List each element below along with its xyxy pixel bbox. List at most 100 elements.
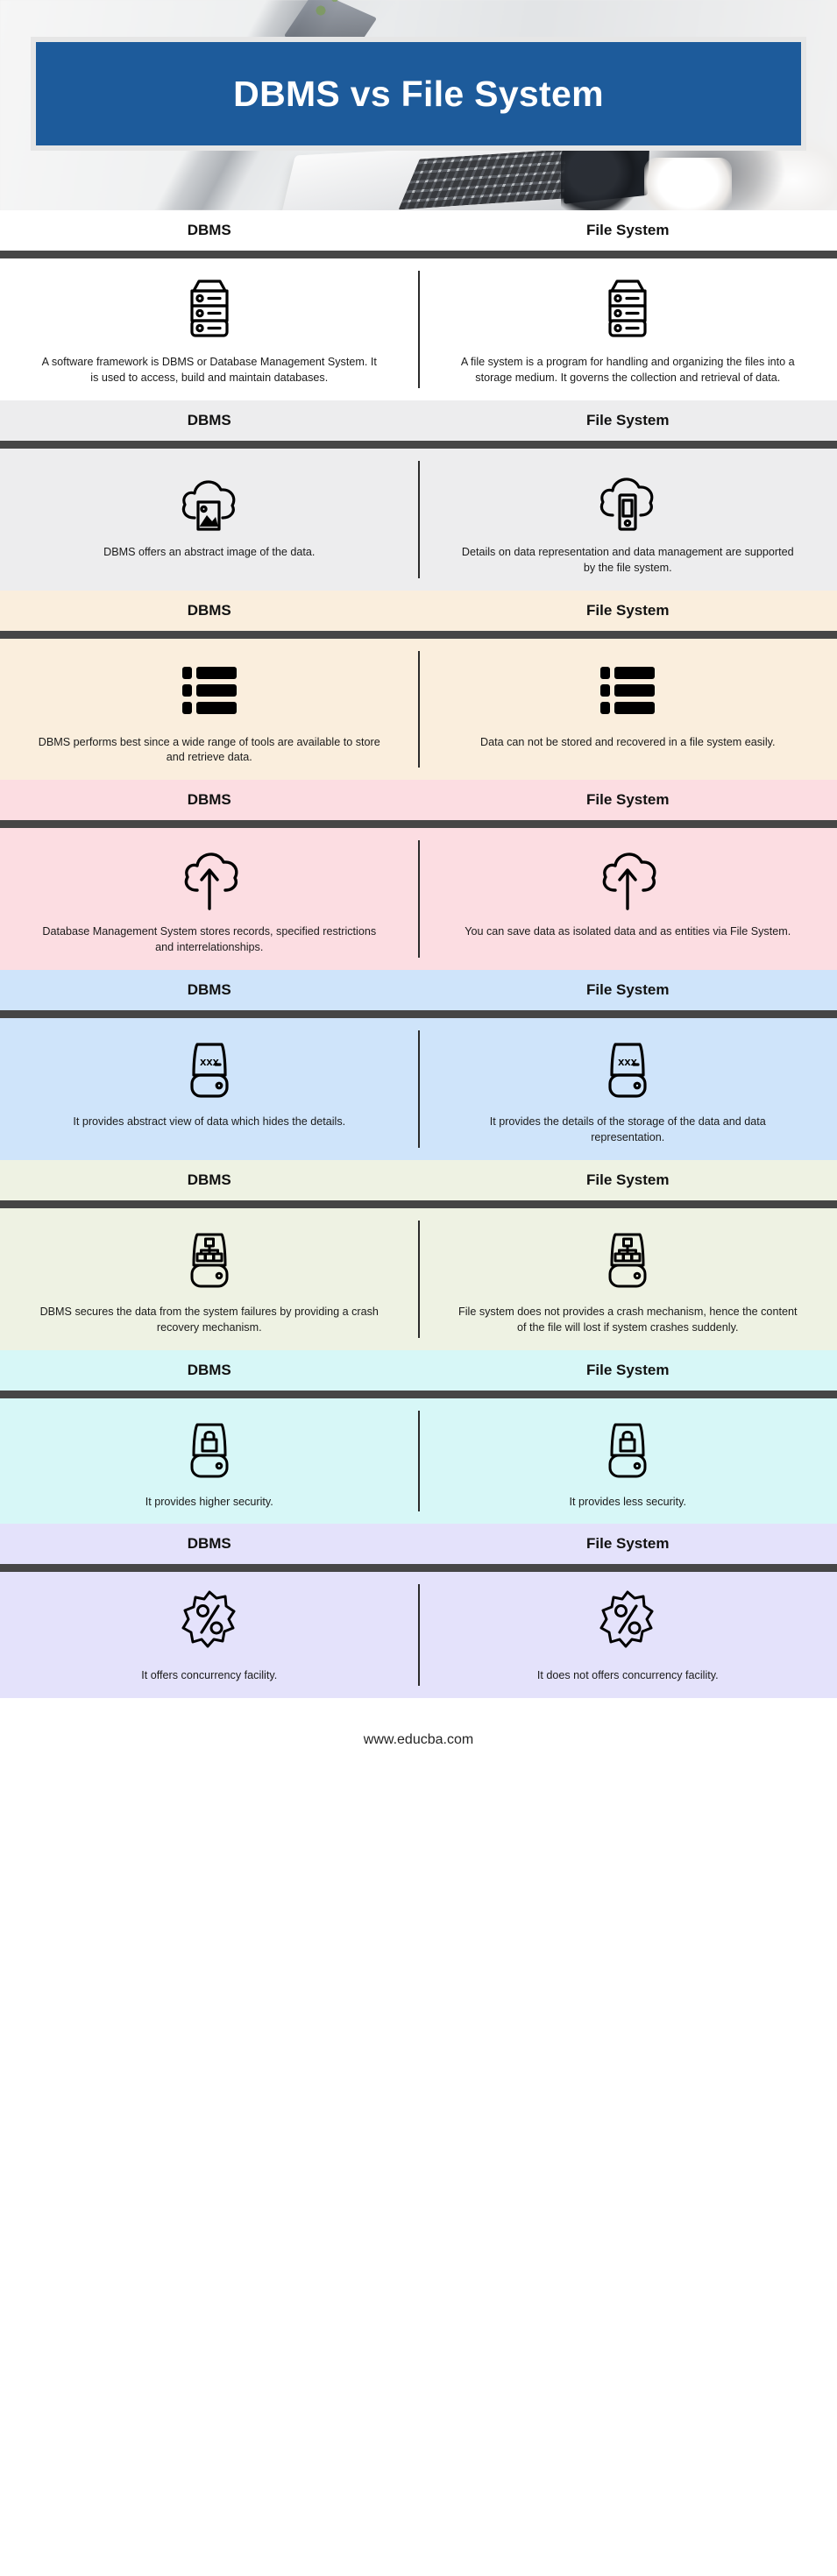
column-label-dbms: DBMS (187, 981, 231, 998)
section-body-row: It offers concurrency facility. It does … (0, 1572, 837, 1698)
file-system-description: A file system is a program for handling … (460, 356, 795, 384)
comparison-section: DBMS File System DBMS secures the data f… (0, 1159, 837, 1350)
cloud-image-icon (175, 463, 244, 538)
dbms-cell: A software framework is DBMS or Database… (0, 258, 419, 400)
svg-text:xxx: xxx (618, 1055, 637, 1068)
section-label-row: DBMS File System (0, 210, 837, 251)
column-label-file-system: File System (586, 601, 670, 619)
file-system-description: It does not offers concurrency facility. (536, 1669, 719, 1682)
section-label-row: DBMS File System (0, 1350, 837, 1391)
server-rack-icon (181, 272, 238, 348)
comparison-section: DBMS File System It provides higher secu… (0, 1349, 837, 1525)
section-label-row: DBMS File System (0, 780, 837, 820)
section-label-row: DBMS File System (0, 591, 837, 631)
column-label-dbms: DBMS (187, 411, 231, 428)
comparison-section: DBMS File System DBMS offers an abstract… (0, 400, 837, 591)
dbms-cell: DBMS offers an abstract image of the dat… (0, 449, 419, 591)
dbms-description: It offers concurrency facility. (141, 1669, 278, 1682)
section-label-row: DBMS File System (0, 970, 837, 1010)
section-divider-bar (0, 820, 837, 829)
file-system-description: You can save data as isolated data and a… (465, 925, 791, 938)
section-divider-bar (0, 1010, 837, 1018)
section-divider-bar (0, 1564, 837, 1573)
title-frame: DBMS vs File System (31, 37, 806, 151)
drive-hierarchy-icon (600, 1222, 655, 1298)
page-title: DBMS vs File System (233, 73, 604, 114)
file-system-cell: Data can not be stored and recovered in … (419, 639, 837, 781)
section-body-row: DBMS secures the data from the system fa… (0, 1208, 837, 1350)
list-blocks-icon (181, 653, 238, 728)
column-label-file-system: File System (586, 1171, 670, 1188)
dbms-description: It provides abstract view of data which … (73, 1115, 346, 1128)
dbms-cell: xxx It provides abstract view of data wh… (0, 1018, 419, 1160)
file-system-cell: xxx It provides the details of the stora… (419, 1018, 837, 1160)
cloud-phone-icon (593, 463, 662, 538)
cloud-upload-icon (177, 842, 242, 917)
section-body-row: DBMS offers an abstract image of the dat… (0, 449, 837, 591)
column-label-file-system: File System (586, 1535, 670, 1553)
comparison-section: DBMS File System Database Management Sys… (0, 780, 837, 970)
section-divider-bar (0, 440, 837, 449)
file-system-cell: You can save data as isolated data and a… (419, 828, 837, 970)
file-system-description: It provides the details of the storage o… (489, 1115, 766, 1143)
section-divider-bar (0, 1200, 837, 1208)
column-label-dbms: DBMS (187, 1535, 231, 1553)
dbms-cell: Database Management System stores record… (0, 828, 419, 970)
column-label-dbms: DBMS (187, 1361, 231, 1378)
footer-url: www.educba.com (363, 1732, 474, 1748)
dbms-cell: It offers concurrency facility. (0, 1572, 419, 1698)
comparison-section: DBMS File System DBMS performs best sinc… (0, 590, 837, 781)
comparison-sections: DBMS File System A software framework is… (0, 210, 837, 1699)
dbms-description: DBMS performs best since a wide range of… (38, 735, 380, 764)
dbms-description: Database Management System stores record… (42, 925, 377, 954)
file-system-cell: File system does not provides a crash me… (419, 1208, 837, 1350)
hero-banner: DBMS vs File System (0, 0, 837, 210)
section-divider-bar (0, 251, 837, 258)
section-divider-bar (0, 630, 837, 639)
dbms-description: A software framework is DBMS or Database… (41, 356, 377, 384)
file-system-cell: A file system is a program for handling … (419, 258, 837, 400)
white-mug-photo (644, 158, 732, 210)
list-blocks-icon (599, 653, 656, 728)
cloud-upload-icon (595, 842, 660, 917)
drive-data-icon: xxx (182, 1032, 237, 1108)
drive-lock-icon (182, 1412, 237, 1488)
section-label-row: DBMS File System (0, 400, 837, 441)
drive-hierarchy-icon (182, 1222, 237, 1298)
drive-lock-icon (600, 1412, 655, 1488)
file-system-description: Data can not be stored and recovered in … (480, 735, 776, 748)
section-label-row: DBMS File System (0, 1524, 837, 1564)
plant-photo (309, 0, 354, 35)
column-label-dbms: DBMS (187, 1171, 231, 1188)
comparison-section: DBMS File System It offers concurrency f… (0, 1524, 837, 1699)
column-label-file-system: File System (586, 411, 670, 428)
column-label-file-system: File System (586, 981, 670, 998)
file-system-description: It provides less security. (569, 1495, 686, 1508)
dbms-description: DBMS offers an abstract image of the dat… (103, 545, 316, 558)
dbms-description: DBMS secures the data from the system fa… (39, 1305, 379, 1334)
column-label-file-system: File System (586, 791, 670, 809)
comparison-section: DBMS File System xxx It provides abstrac… (0, 970, 837, 1160)
column-label-dbms: DBMS (187, 791, 231, 809)
section-label-row: DBMS File System (0, 1160, 837, 1200)
dbms-cell: DBMS secures the data from the system fa… (0, 1208, 419, 1350)
comparison-section: DBMS File System A software framework is… (0, 210, 837, 400)
section-body-row: DBMS performs best since a wide range of… (0, 639, 837, 781)
column-label-dbms: DBMS (187, 601, 231, 619)
section-body-row: Database Management System stores record… (0, 828, 837, 970)
drive-data-icon: xxx (600, 1032, 655, 1108)
dbms-description: It provides higher security. (145, 1495, 273, 1508)
file-system-cell: It provides less security. (419, 1398, 837, 1525)
svg-text:xxx: xxx (200, 1055, 219, 1068)
section-body-row: It provides higher security. It provides… (0, 1398, 837, 1525)
file-system-description: Details on data representation and data … (461, 545, 794, 574)
dark-mug-photo (561, 147, 642, 210)
section-body-row: xxx It provides abstract view of data wh… (0, 1018, 837, 1160)
file-system-cell: Details on data representation and data … (419, 449, 837, 591)
column-label-file-system: File System (586, 1361, 670, 1378)
title-bar: DBMS vs File System (36, 42, 801, 145)
percent-badge-icon (599, 1586, 656, 1661)
dbms-cell: DBMS performs best since a wide range of… (0, 639, 419, 781)
file-system-description: File system does not provides a crash me… (458, 1305, 798, 1334)
